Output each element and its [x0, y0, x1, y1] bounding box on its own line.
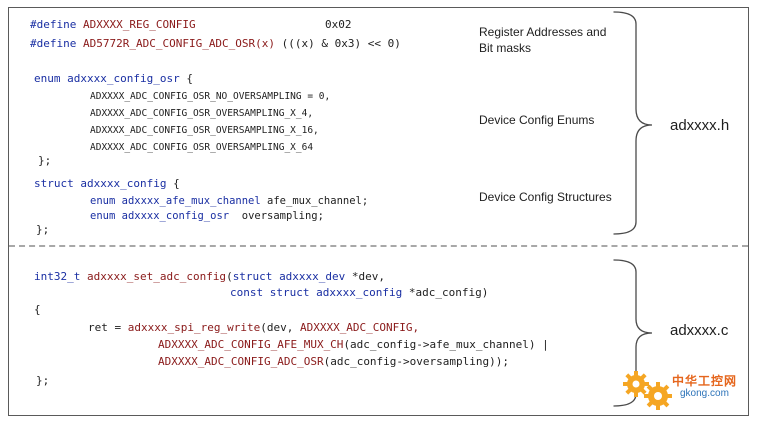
source-brace [613, 259, 653, 407]
function-signature-line2: const struct adxxxx_config *adc_config) [230, 286, 489, 299]
function-close-brace: }; [36, 374, 50, 387]
note-device-config-structures: Device Config Structures [479, 190, 612, 204]
watermark: 中华工控网 gkong.com [620, 366, 750, 412]
gear-logo-icon [623, 371, 672, 410]
enum-item: ADXXXX_ADC_CONFIG_OSR_OVERSAMPLING_X_16, [90, 125, 319, 136]
diagram-frame [8, 7, 749, 416]
define-osr-macro-line: #define AD5772R_ADC_CONFIG_ADC_OSR(x) ((… [30, 37, 401, 50]
enum-item: ADXXXX_ADC_CONFIG_OSR_NO_OVERSAMPLING = … [90, 91, 331, 102]
struct-field-mux: enum adxxxx_afe_mux_channel afe_mux_chan… [90, 195, 369, 207]
watermark-chinese-text: 中华工控网 [672, 374, 738, 388]
note-device-config-enums: Device Config Enums [479, 113, 595, 127]
header-file-label: adxxxx.h [670, 117, 730, 134]
struct-close: }; [36, 223, 50, 236]
function-body-line2: ADXXXX_ADC_CONFIG_AFE_MUX_CH(adc_config-… [158, 338, 549, 351]
watermark-domain: gkong.com [680, 388, 729, 399]
section-divider [9, 245, 748, 247]
enum-item: ADXXXX_ADC_CONFIG_OSR_OVERSAMPLING_X_64 [90, 142, 314, 153]
function-body-line3: ADXXXX_ADC_CONFIG_ADC_OSR(adc_config->ov… [158, 355, 510, 368]
header-brace [613, 11, 653, 235]
enum-close: }; [38, 154, 52, 167]
struct-field-osr: enum adxxxx_config_osr oversampling; [90, 210, 324, 222]
function-open-brace: { [34, 303, 41, 316]
function-body-line1: ret = adxxxx_spi_reg_write(dev, ADXXXX_A… [88, 321, 420, 334]
enum-item: ADXXXX_ADC_CONFIG_OSR_OVERSAMPLING_X_4, [90, 108, 314, 119]
enum-declaration: enum adxxxx_config_osr { [34, 72, 193, 85]
define-reg-config-line: #define ADXXXX_REG_CONFIG [30, 18, 196, 31]
source-file-label: adxxxx.c [670, 322, 729, 339]
define-reg-config-value: 0x02 [325, 18, 352, 31]
function-signature-line1: int32_t adxxxx_set_adc_config(struct adx… [34, 270, 386, 283]
struct-declaration: struct adxxxx_config { [34, 177, 180, 190]
